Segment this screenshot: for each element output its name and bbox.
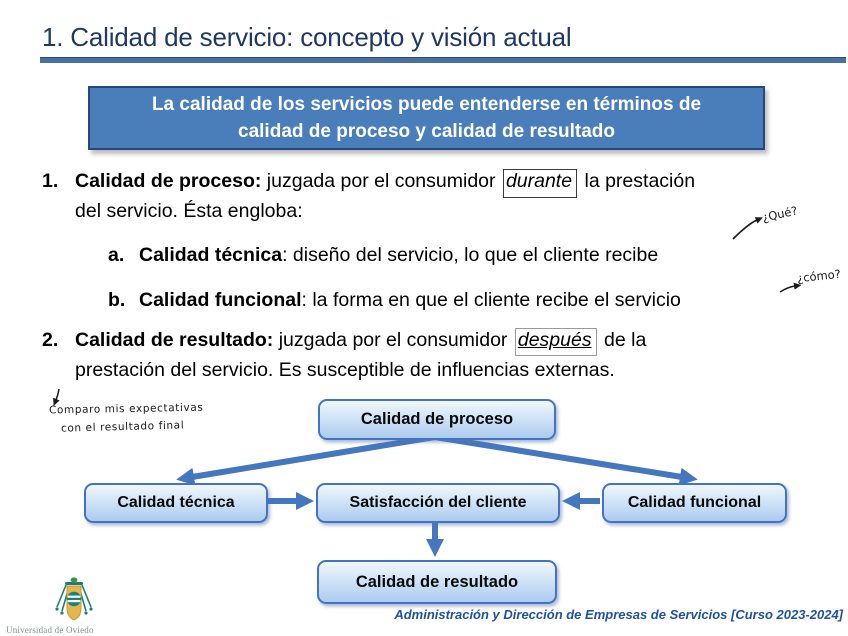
- list-item-2-number: 2.: [42, 329, 59, 351]
- list-item-2-lead: Calidad de resultado:: [75, 329, 274, 351]
- list-item-1b-letter: b.: [108, 289, 126, 311]
- handwritten-compare-line2: con el resultado final: [60, 419, 185, 435]
- list-item-2-text: Calidad de resultado: juzgada por el con…: [75, 325, 742, 385]
- university-of-oviedo-logo-icon: [55, 577, 93, 621]
- list-item-1a-body: : diseño del servicio, lo que el cliente…: [282, 244, 659, 266]
- list-item-1: 1. Calidad de proceso: juzgada por el co…: [42, 166, 832, 226]
- list-item-2-pre: juzgada por el consumidor: [273, 329, 513, 351]
- list-item-1b-lead: Calidad funcional: [139, 289, 302, 311]
- list-item-1b: b. Calidad funcional: la forma en que el…: [108, 285, 808, 315]
- list-item-1b-body: : la forma en que el cliente recibe el s…: [301, 289, 681, 311]
- list-item-1-line2: del servicio. Ésta engloba:: [75, 200, 303, 222]
- list-item-1-pre: juzgada por el consumidor: [261, 170, 501, 192]
- list-item-1a: a. Calidad técnica: diseño del servicio,…: [108, 240, 808, 270]
- list-item-1-lead: Calidad de proceso:: [75, 170, 262, 192]
- diagram-box-process: Calidad de proceso: [318, 399, 556, 440]
- list-item-1-line1-end: la prestación: [579, 170, 696, 192]
- footer-course-label: Administración y Dirección de Empresas d…: [394, 607, 843, 622]
- handwritten-compare-line1: Comparo mis expectativas: [48, 401, 204, 417]
- diagram-box-technical: Calidad técnica: [84, 483, 268, 523]
- statement-line-2: calidad de proceso y calidad de resultad…: [238, 121, 615, 142]
- list-item-1a-text: Calidad técnica: diseño del servicio, lo…: [139, 240, 808, 270]
- list-item-2-line1-end: de la: [598, 329, 647, 351]
- arrow-process-to-technical: [176, 434, 436, 486]
- page-title: 1. Calidad de servicio: concepto y visió…: [42, 22, 572, 52]
- list-item-1a-lead: Calidad técnica: [139, 244, 283, 266]
- title-underline-rule: [40, 57, 846, 63]
- diagram-box-satisfaction: Satisfacción del cliente: [316, 483, 560, 523]
- logo-caption: Universidad de Oviedo: [6, 625, 94, 635]
- arrow-process-to-functional: [434, 434, 698, 486]
- list-item-2: 2. Calidad de resultado: juzgada por el …: [42, 325, 742, 385]
- statement-box: La calidad de los servicios puede entend…: [88, 86, 765, 150]
- handwritten-como-note: ¿cómo?: [796, 266, 842, 286]
- statement-line-1: La calidad de los servicios puede entend…: [151, 94, 702, 115]
- list-item-1-text: Calidad de proceso: juzgada por el consu…: [75, 166, 832, 226]
- list-item-1b-text: Calidad funcional: la forma en que el cl…: [139, 285, 808, 315]
- handwritten-down-arrow-icon: [53, 388, 60, 407]
- diagram-box-result: Calidad de resultado: [317, 560, 557, 604]
- highlighted-word-durante: durante: [502, 169, 578, 198]
- list-item-2-line2: prestación del servicio. Es susceptible …: [75, 359, 615, 381]
- diagram-box-functional: Calidad funcional: [602, 483, 787, 523]
- list-item-1-number: 1.: [42, 170, 59, 192]
- list-item-1a-letter: a.: [108, 244, 125, 266]
- highlighted-word-despues: después: [514, 328, 597, 356]
